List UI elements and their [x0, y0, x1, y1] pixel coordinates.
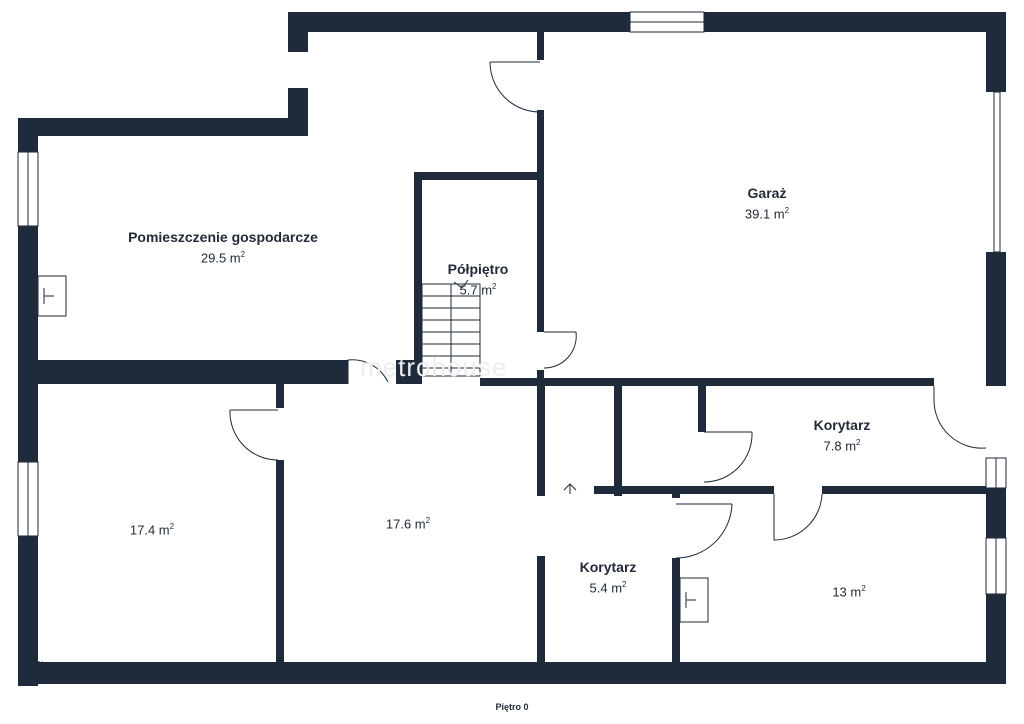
wall-west-mid: [18, 226, 38, 462]
door-corridor-south: [675, 503, 733, 559]
wall-closet-bottom: [594, 486, 774, 494]
fixtures: [37, 275, 709, 623]
wall-notch-left: [288, 12, 308, 52]
room-utility-name: Pomieszczenie gospodarcze: [128, 229, 318, 245]
wall-garage-south: [480, 378, 934, 386]
room-corridor-south-name: Korytarz: [579, 559, 637, 575]
doors: [229, 61, 987, 559]
wall-closet-east: [614, 384, 622, 496]
window-garage-door: [993, 91, 1001, 253]
room-corridor-east-label: Korytarz 7.8 m2: [814, 416, 871, 454]
floor-label: Piętro 0: [495, 702, 529, 712]
wall-room-east-north: [822, 486, 988, 494]
wall-garage-west-low: [537, 370, 544, 384]
room-corridor-south-area: 5.4 m2: [589, 580, 627, 596]
room-garage-name: Garaż: [747, 185, 787, 201]
room-east-area: 13 m2: [832, 584, 866, 600]
wall-west-top: [18, 118, 38, 152]
compass: ✳ N: [30, 660, 43, 668]
door-utility: [347, 359, 389, 384]
room-corridor-east-name: Korytarz: [813, 417, 871, 433]
stairs: [421, 279, 577, 494]
watermark: metrohouse: [360, 352, 508, 382]
compass-north-icon: ✳: [30, 661, 36, 668]
wall-west-low: [18, 536, 38, 686]
wall-east-bottom: [986, 594, 1006, 684]
wall-upper-left: [18, 118, 308, 136]
wall-east-top: [986, 12, 1006, 92]
room-west-area: 17.4 m2: [129, 522, 175, 538]
room-east-label: 13 m2: [832, 580, 865, 600]
door-room-west: [229, 409, 279, 461]
wall-east-low: [986, 488, 1006, 538]
wall-central-west: [276, 460, 284, 664]
wall-bottom: [18, 662, 1006, 684]
wall-utility-south: [18, 360, 348, 384]
compass-label: N: [37, 661, 43, 668]
wall-stair-top: [414, 172, 544, 180]
room-corridor-south-label: Korytarz 5.4 m2: [580, 558, 637, 596]
room-west-label: 17.4 m2: [130, 518, 174, 538]
room-landing-label: Półpiętro 5.7 m2: [448, 260, 509, 298]
room-utility-area: 29.5 m2: [200, 250, 246, 266]
wall-top-right: [544, 12, 1006, 32]
stair-arrow-down: [453, 279, 469, 289]
wall-corridor-south-east-low: [672, 558, 680, 664]
door-east-outside: [933, 386, 987, 449]
wall-hall-divider: [698, 384, 706, 432]
room-garage-area: 39.1 m2: [744, 206, 790, 222]
door-landing-garage: [543, 331, 577, 369]
room-landing-area: 5.7 m2: [459, 282, 497, 298]
room-garage-label: Garaż 39.1 m2: [745, 184, 789, 222]
wall-garage-west: [537, 110, 544, 332]
windows: [17, 11, 1007, 595]
interior-walls: [18, 32, 988, 664]
wall-east-mid: [986, 252, 1006, 386]
stair-arrow-up: [563, 483, 577, 494]
wall-corridor-west: [537, 384, 545, 496]
room-utility-label: Pomieszczenie gospodarcze 29.5 m2: [128, 228, 318, 266]
room-central-label: 17.6 m2: [386, 512, 430, 532]
wall-corridor-west-low: [537, 556, 545, 664]
wall-top-left: [288, 12, 544, 32]
room-central-area: 17.6 m2: [385, 516, 431, 532]
door-garage-upper: [489, 61, 541, 113]
wall-central-north: [276, 384, 284, 408]
wall-corridor-south-east: [672, 494, 680, 498]
door-room-east-1: [773, 493, 823, 541]
wall-garage-west-top: [537, 32, 544, 60]
room-landing-name: Półpiętro: [447, 261, 509, 277]
room-corridor-east-area: 7.8 m2: [823, 438, 861, 454]
wall-stair-west: [414, 172, 422, 384]
door-hall-closet: [703, 431, 753, 483]
